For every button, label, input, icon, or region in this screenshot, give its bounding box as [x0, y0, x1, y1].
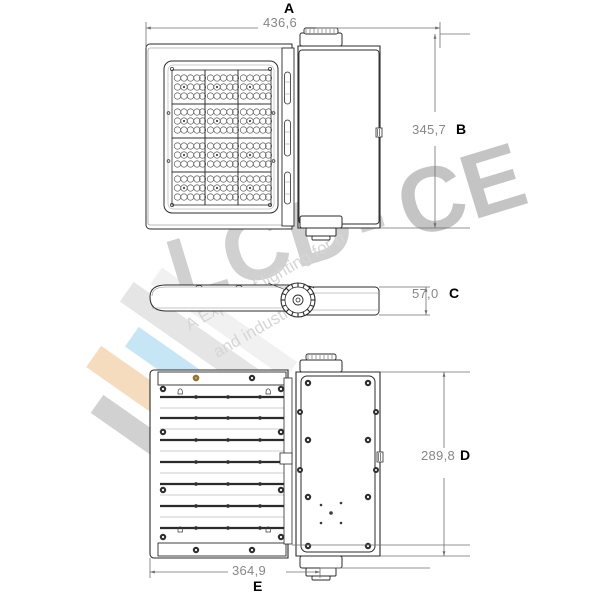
dim-B-value: 345,7 — [412, 122, 447, 137]
rear-driver-latch — [376, 451, 384, 463]
dim-D-value: 289,8 — [421, 448, 456, 463]
dim-E-letter: E — [253, 578, 263, 594]
dim-B-letter: B — [456, 121, 467, 137]
driver-box-lid — [298, 49, 380, 225]
heatsink-bolt-highlight — [192, 374, 200, 382]
knuckle-pivot-bolt — [295, 297, 301, 303]
side-view — [149, 282, 380, 318]
rear-tilt-bracket-bottom — [299, 555, 343, 581]
rear-driver-latch-ribs — [378, 453, 381, 461]
dim-C-letter: C — [449, 285, 460, 301]
driver-box-latch-ribs — [377, 129, 380, 136]
tilt-knuckle-joint — [280, 282, 316, 318]
side-bracket-arm — [304, 286, 380, 316]
heatsink-fins — [160, 395, 284, 530]
rear-driver-box-bolts — [297, 379, 379, 550]
dim-E-value: 364,9 — [232, 563, 267, 578]
rear-driver-connector-dots — [319, 501, 343, 525]
dim-C-value: 57,0 — [412, 286, 439, 301]
dim-D-letter: D — [460, 447, 471, 463]
rail-slots — [284, 71, 291, 205]
dim-A-letter: A — [284, 0, 295, 16]
heatsink-gland-marks — [177, 388, 271, 533]
rear-view — [149, 353, 384, 581]
driver-box-latch — [375, 127, 383, 138]
side-body-screws — [195, 285, 243, 288]
led-lens-array — [174, 74, 272, 201]
led-panel-frame-inner — [167, 64, 275, 210]
heatsink-bottom-cap — [157, 542, 287, 557]
dim-A-value: 436,6 — [263, 15, 298, 30]
led-module-grid — [171, 69, 272, 206]
rear-tilt-bracket-top — [299, 353, 343, 373]
fin-rib-bolts — [194, 395, 262, 530]
knuckle-leader-line — [267, 282, 287, 291]
front-view — [145, 27, 383, 241]
side-body-top-edge — [151, 286, 292, 297]
rear-rail-notch — [279, 452, 293, 465]
front-housing-inner-edge — [147, 47, 291, 226]
rear-driver-box-lid — [300, 375, 376, 553]
knuckle-serrations — [281, 283, 315, 317]
tilt-bracket-bottom — [299, 215, 343, 241]
